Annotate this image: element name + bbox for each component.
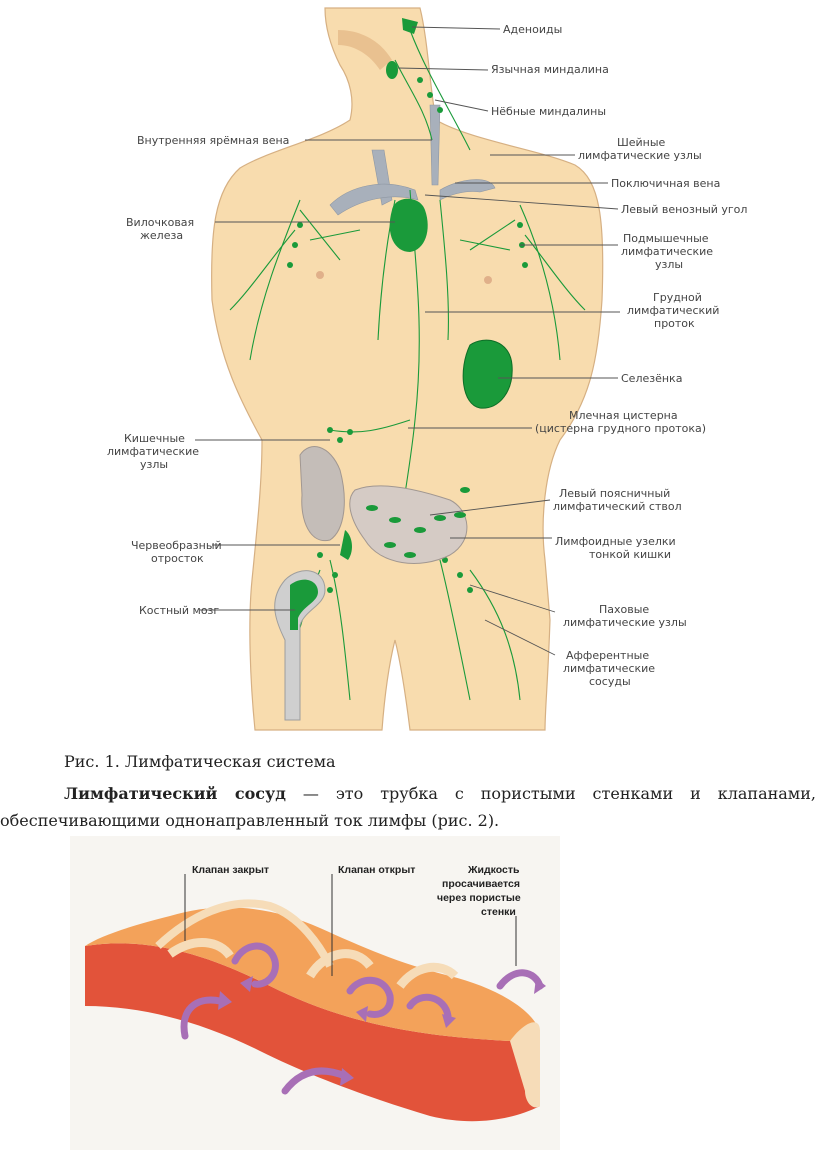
peyer-patches	[366, 487, 470, 558]
label-lumbar-1: Левый поясничный	[559, 487, 670, 500]
adenoid-shape	[402, 18, 418, 34]
valve-closed-shape	[167, 938, 234, 959]
thymus-shape	[389, 198, 428, 252]
label-fluid-2: просачивается	[442, 878, 520, 890]
label-thoracic-3: проток	[654, 317, 695, 330]
label-afferent-1: Афферентные	[566, 649, 649, 662]
appendix-shape	[340, 530, 352, 560]
label-intestinal-3: узлы	[140, 458, 168, 471]
figure1-caption: Рис. 1. Лимфатическая система	[64, 752, 336, 771]
arrow-icon	[180, 996, 224, 1040]
term-bold: Лимфатический сосуд	[64, 784, 286, 803]
label-peyer-1: Лимфоидные узелки	[555, 535, 676, 548]
small-intestine-shape	[349, 485, 468, 564]
label-cervical-1: Шейные	[617, 136, 666, 149]
label-subclavian: Поключичная вена	[611, 177, 720, 190]
label-thoracic-2: лимфатический	[627, 304, 719, 317]
vessel-tube	[85, 899, 540, 1122]
lymph-vessel-figure: Клапан закрыт Клапан открыт Жидкость про…	[70, 836, 560, 1150]
vessel-outer-wall	[85, 943, 540, 1122]
label-peyer-2: тонкой кишки	[589, 548, 671, 561]
lymph-nodes	[287, 77, 528, 593]
label-thymus-1: Вилочковая	[126, 216, 194, 229]
arrow-icon	[406, 993, 452, 1020]
arrowheads	[218, 976, 546, 1086]
label-thymus-2: железа	[140, 229, 183, 242]
arrow-icon	[346, 976, 394, 1018]
figure1-labels: Аденоиды Язычная миндалина Нёбные миндал…	[107, 23, 747, 688]
paragraph-line-1-rest: — это трубка с пористыми стенками и клап…	[285, 784, 816, 803]
label-afferent-2: лимфатические	[563, 662, 655, 675]
label-axillary-3: узлы	[655, 258, 683, 271]
label-fluid-4: стенки	[481, 906, 516, 918]
label-cisterna-1: Млечная цистерна	[569, 409, 678, 422]
bone-marrow-shape	[290, 579, 318, 630]
femur-shape	[274, 570, 326, 721]
label-fluid-3: через пористые	[437, 892, 521, 904]
organs	[274, 18, 513, 721]
label-venous-angle: Левый венозный угол	[621, 203, 747, 216]
label-marrow: Костный мозг	[139, 604, 219, 617]
label-intestinal-2: лимфатические	[107, 445, 199, 458]
vessel-cut-end	[510, 1022, 540, 1108]
body-paragraph: Лимфатический сосуд — это трубка с порис…	[0, 780, 816, 834]
tonsil-shape	[386, 61, 398, 79]
label-cervical-2: лимфатические узлы	[578, 149, 702, 162]
label-intestinal-1: Кишечные	[124, 432, 185, 445]
label-valve-open: Клапан открыт	[338, 864, 415, 876]
label-cisterna-2: (цистерна грудного протока)	[535, 422, 706, 435]
label-lingual-tonsil: Язычная миндалина	[491, 63, 609, 76]
figure2-labels: Клапан закрыт Клапан открыт Жидкость про…	[192, 864, 521, 918]
label-inguinal-2: лимфатические узлы	[563, 616, 687, 629]
paragraph-line-1: Лимфатический сосуд — это трубка с порис…	[0, 780, 816, 807]
veins	[329, 104, 496, 216]
colon-shape	[299, 446, 345, 542]
label-axillary-2: лимфатические	[621, 245, 713, 258]
lymphatic-system-figure: Аденоиды Язычная миндалина Нёбные миндал…	[107, 7, 747, 731]
vessel-rim	[155, 899, 334, 968]
arrow-icon	[231, 942, 279, 988]
label-appendix-2: отросток	[151, 552, 204, 565]
label-fluid-1: Жидкость	[467, 864, 520, 876]
label-lumbar-2: лимфатический ствол	[553, 500, 682, 513]
label-appendix-1: Червеобразный	[131, 539, 222, 552]
label-axillary-1: Подмышечные	[623, 232, 709, 245]
arrow-icon	[281, 1067, 349, 1095]
label-internal-jugular: Внутренняя ярёмная вена	[137, 134, 289, 147]
spleen-shape	[462, 339, 513, 409]
valve-open-shape-2	[396, 962, 459, 989]
label-valve-closed: Клапан закрыт	[192, 864, 269, 876]
leader-lines	[195, 26, 620, 656]
label-thoracic-1: Грудной	[653, 291, 702, 304]
figure2-leaders	[184, 874, 517, 976]
body-silhouette	[211, 7, 604, 731]
label-afferent-3: сосуды	[589, 675, 631, 688]
valve-open-shape-1	[306, 949, 374, 979]
label-inguinal-1: Паховые	[599, 603, 649, 616]
paragraph-line-2: обеспечивающими однонаправленный ток лим…	[0, 811, 500, 830]
label-spleen: Селезёнка	[621, 372, 682, 385]
label-palatine-tonsils: Нёбные миндалины	[491, 105, 606, 118]
label-adenoids: Аденоиды	[503, 23, 562, 36]
